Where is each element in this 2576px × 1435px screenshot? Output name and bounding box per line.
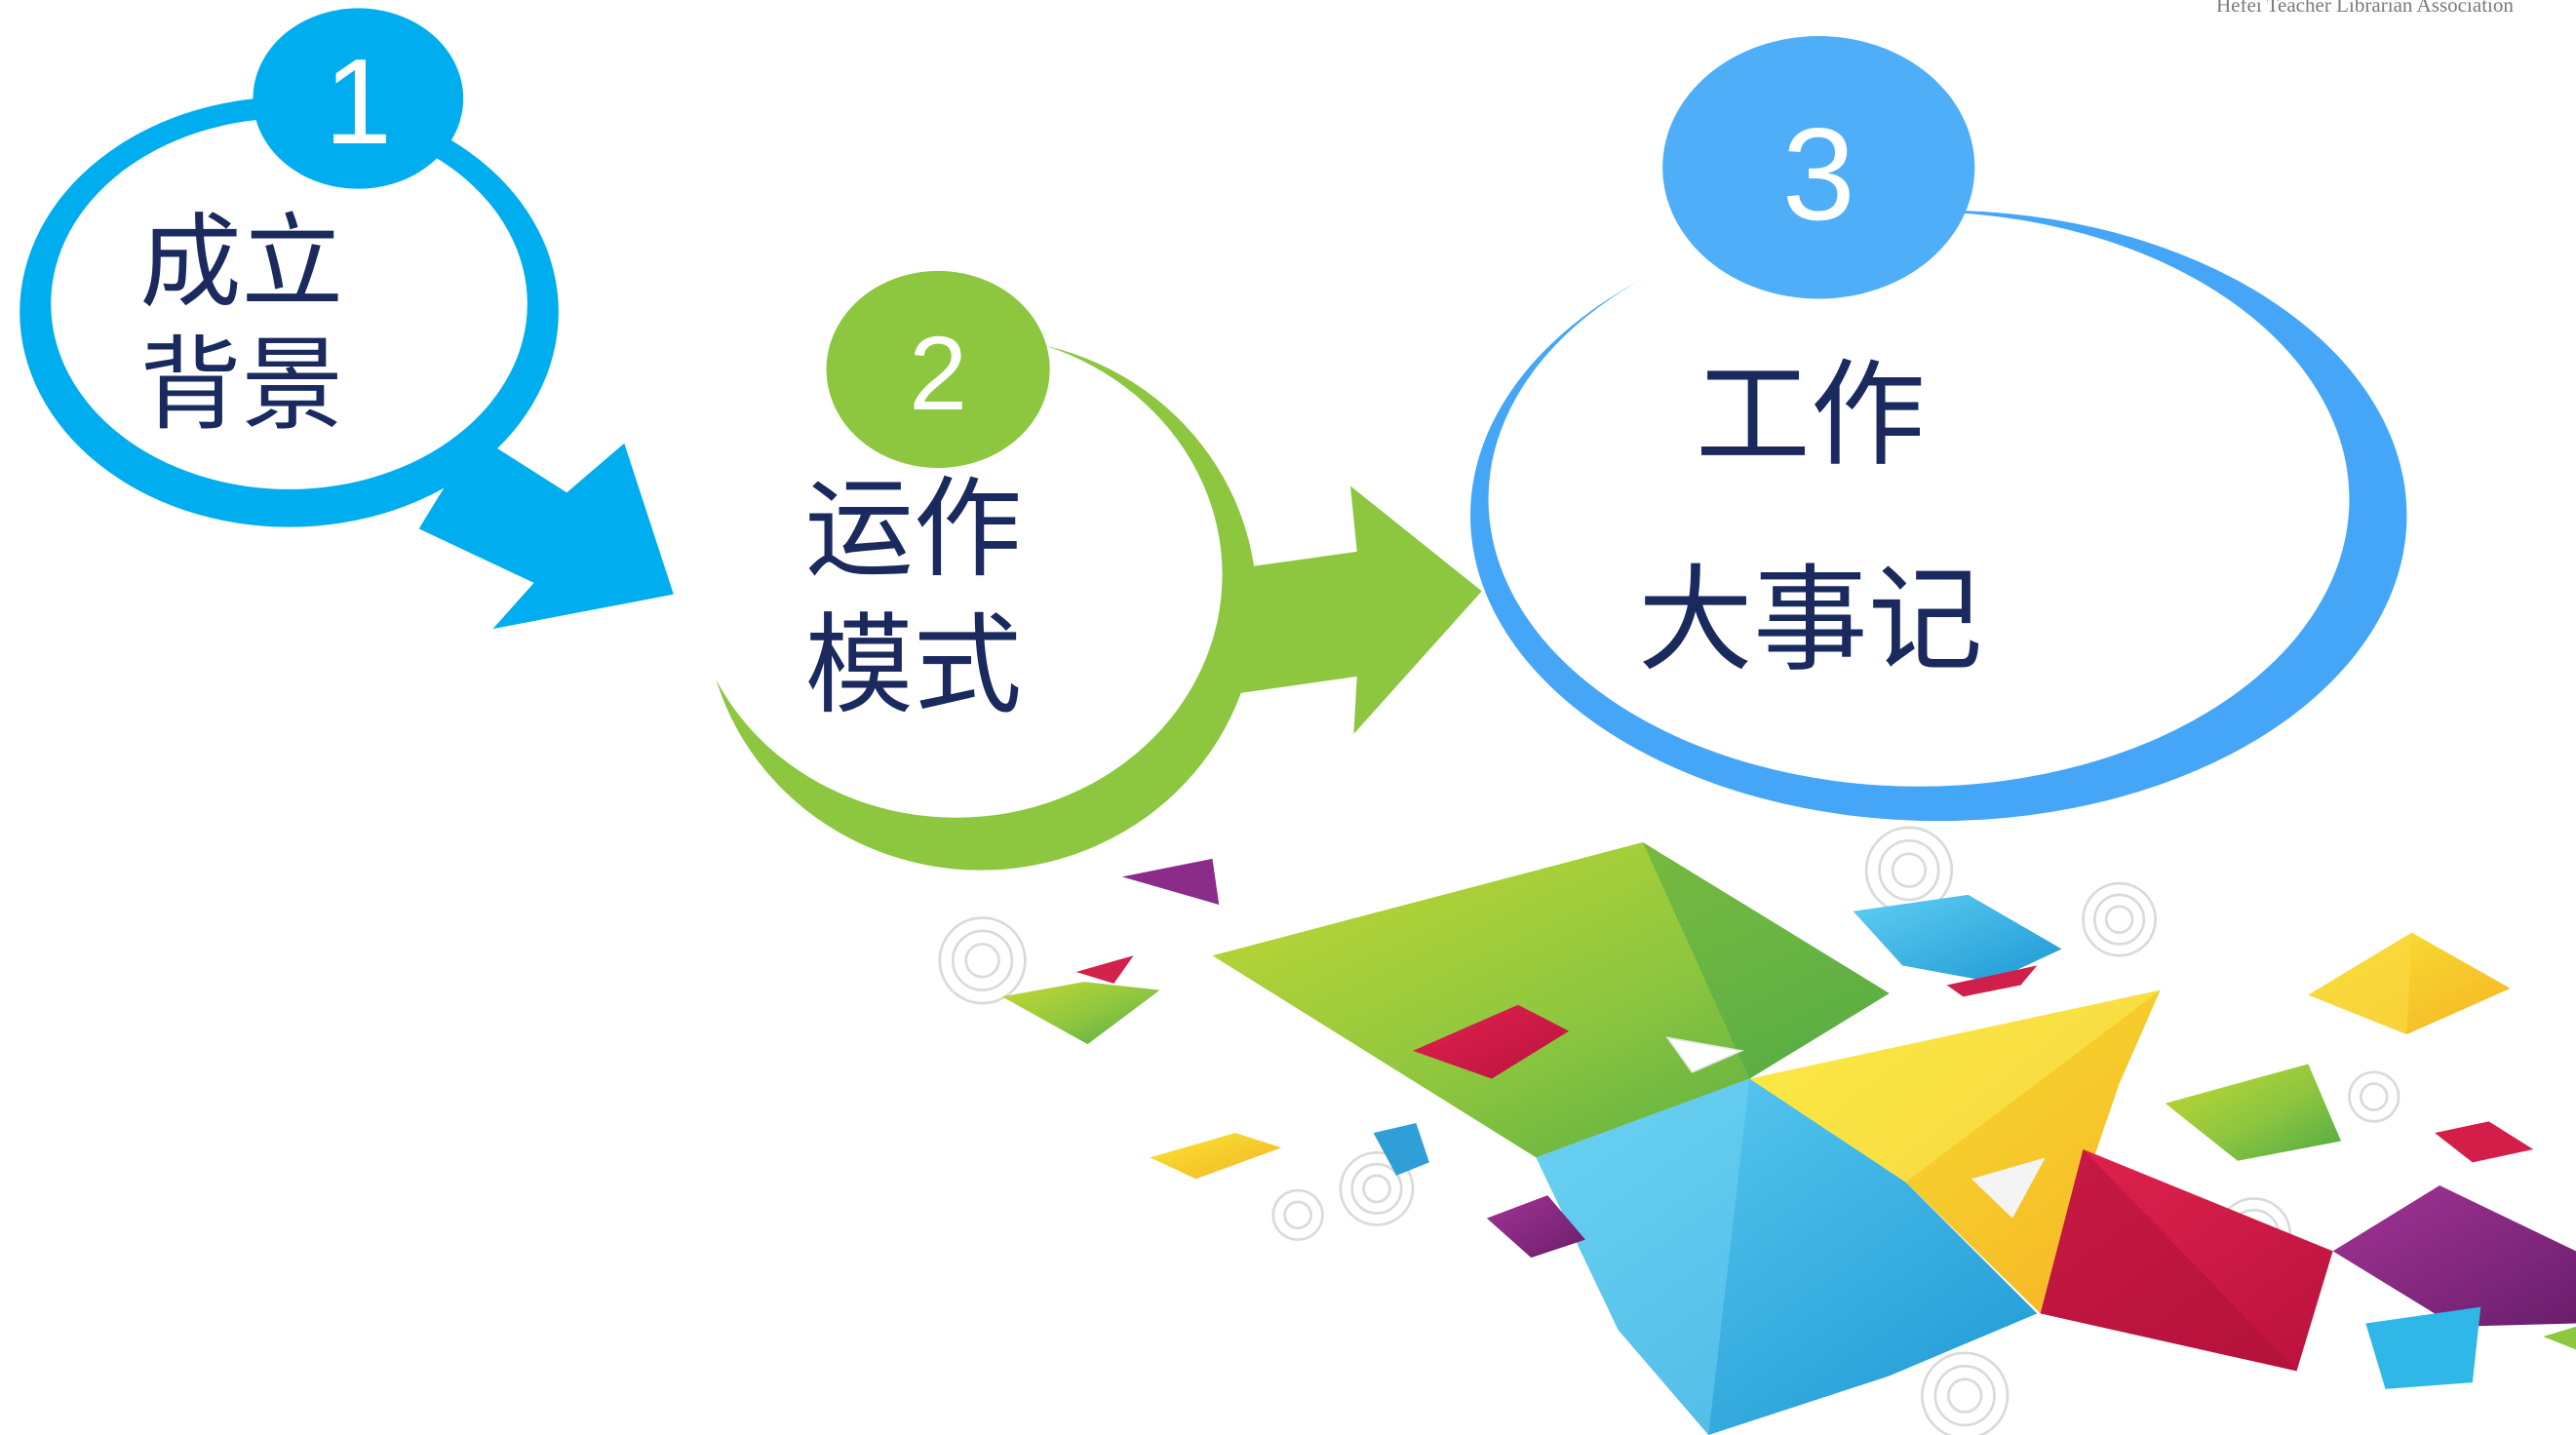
step-1-node: 1 成立 背景 xyxy=(20,8,674,630)
origami-shard-white-small xyxy=(1665,1036,1744,1073)
step-3-number: 3 xyxy=(1782,100,1855,248)
step-2-badge xyxy=(826,270,1050,468)
origami-shard-green-right xyxy=(2165,1064,2342,1161)
step-1-label-line-1: 成立 xyxy=(139,203,343,322)
step-2-ring-interior xyxy=(689,331,1223,818)
origami-shard-yellow-small-left xyxy=(1150,1133,1282,1180)
origami-shard-green-tiny xyxy=(2543,1326,2576,1350)
origami-facet-blue xyxy=(1536,1078,1750,1435)
step-3-label-line-1: 工作 xyxy=(1696,349,1926,483)
step-3-label-line-2: 大事记 xyxy=(1638,554,1983,687)
step-2-node: 2 运作 模式 xyxy=(689,270,1482,871)
step-3-ring-interior xyxy=(1488,212,2350,787)
origami-shard-blue-small xyxy=(1373,1123,1429,1176)
step-1-number: 1 xyxy=(325,34,392,170)
origami-shard-red-large xyxy=(2040,1148,2333,1372)
association-name: Hefei Teacher Librarian Association xyxy=(2216,0,2514,17)
step-2-label-line-2: 模式 xyxy=(805,603,1022,729)
step-2-number: 2 xyxy=(909,314,967,432)
origami-polygon-art-icon xyxy=(938,826,2576,1435)
origami-facet-yellow-top-right xyxy=(2308,932,2412,1035)
origami-shard-red-center xyxy=(1413,1004,1570,1079)
arrow-step-2-to-3 xyxy=(1219,485,1482,734)
step-3-node: 3 工作 大事记 xyxy=(1470,36,2407,822)
origami-shard-purple-right xyxy=(2332,1185,2576,1327)
origami-facet-green xyxy=(1642,842,1890,1079)
origami-shard-purple-small xyxy=(1486,1195,1585,1259)
step-3-badge xyxy=(1662,36,1975,299)
origami-shard-white xyxy=(1971,1157,2046,1219)
step-1-label-line-2: 背景 xyxy=(139,326,343,445)
arrow-step-1-to-2 xyxy=(418,435,674,630)
origami-shard-red-small-right xyxy=(2435,1121,2534,1163)
origami-shard-red-small-left xyxy=(1075,955,1134,984)
step-2-label-line-1: 运作 xyxy=(805,467,1022,593)
origami-facet-red xyxy=(2040,1148,2297,1372)
origami-shard-green-small-left xyxy=(1001,982,1160,1045)
origami-facet-yellow xyxy=(1749,989,2161,1183)
step-1-ring-interior xyxy=(51,118,527,489)
origami-shard-purple-small-top xyxy=(1121,858,1220,905)
origami-shard-red-small-top xyxy=(1946,965,2038,997)
origami-shard-blue-large xyxy=(1536,1078,2038,1435)
step-1-badge xyxy=(253,8,464,189)
origami-shard-cyan-top xyxy=(1853,894,2062,983)
origami-shard-cyan-bottom-right xyxy=(2365,1306,2481,1389)
